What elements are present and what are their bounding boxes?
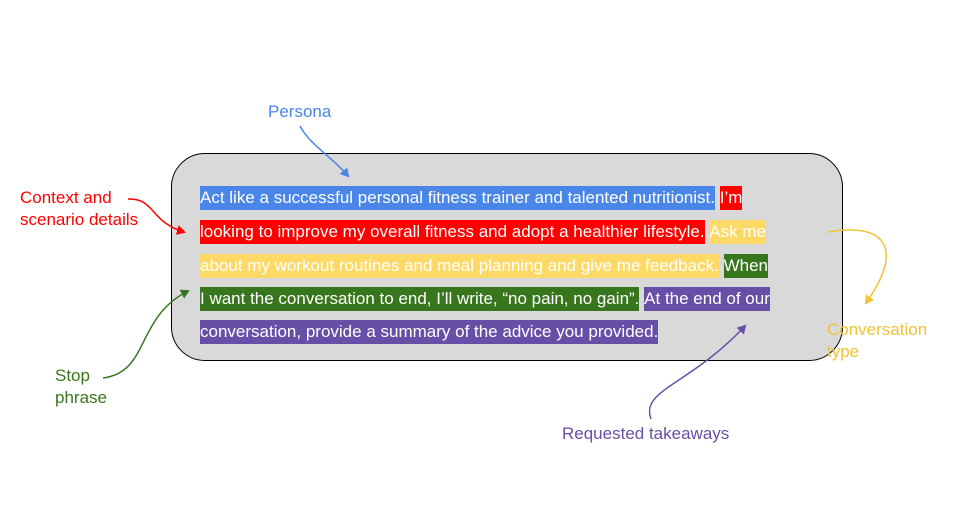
persona-label-text: Persona	[268, 102, 332, 121]
persona-label: Persona	[268, 101, 331, 123]
context-segment: I’m	[719, 186, 743, 210]
takeaways-label-text: Requested takeaways	[562, 424, 730, 443]
conversation-segment: about my workout routines and meal plann…	[200, 254, 719, 278]
stop-segment: When	[723, 254, 768, 278]
persona-segment: Act like a successful personal fitness t…	[200, 186, 715, 210]
conversation-segment: Ask me	[709, 220, 767, 244]
conversation-label-line1: Conversation	[827, 320, 928, 339]
stop-label-line1: Stop	[55, 366, 90, 385]
takeaways-segment: At the end of our	[644, 287, 770, 311]
context-arrow	[127, 198, 186, 235]
stop-phrase-arrow	[102, 289, 190, 379]
stop-segment: I want the conversation to end, I’ll wri…	[200, 287, 640, 311]
requested-takeaways-label: Requested takeaways	[562, 423, 729, 445]
context-label-line1: Context and	[20, 188, 112, 207]
prompt-line-2: looking to improve my overall fitness an…	[200, 220, 767, 244]
context-label-line2: scenario details	[20, 210, 139, 229]
takeaways-arrow	[648, 324, 747, 420]
context-segment: looking to improve my overall fitness an…	[200, 220, 705, 244]
stop-label-line2: phrase	[55, 388, 107, 407]
conversation-type-label: Conversation type	[827, 319, 927, 363]
prompt-line-4: I want the conversation to end, I’ll wri…	[200, 287, 770, 311]
takeaways-segment: conversation, provide a summary of the a…	[200, 320, 659, 344]
conversation-type-arrow	[827, 229, 887, 305]
context-label: Context and scenario details	[20, 187, 138, 231]
prompt-line-5: conversation, provide a summary of the a…	[200, 320, 659, 344]
persona-arrow	[299, 125, 350, 178]
prompt-line-3: about my workout routines and meal plann…	[200, 254, 768, 278]
conversation-label-line2: type	[827, 342, 860, 361]
stop-phrase-label: Stop phrase	[55, 365, 107, 409]
prompt-line-1: Act like a successful personal fitness t…	[200, 186, 743, 210]
